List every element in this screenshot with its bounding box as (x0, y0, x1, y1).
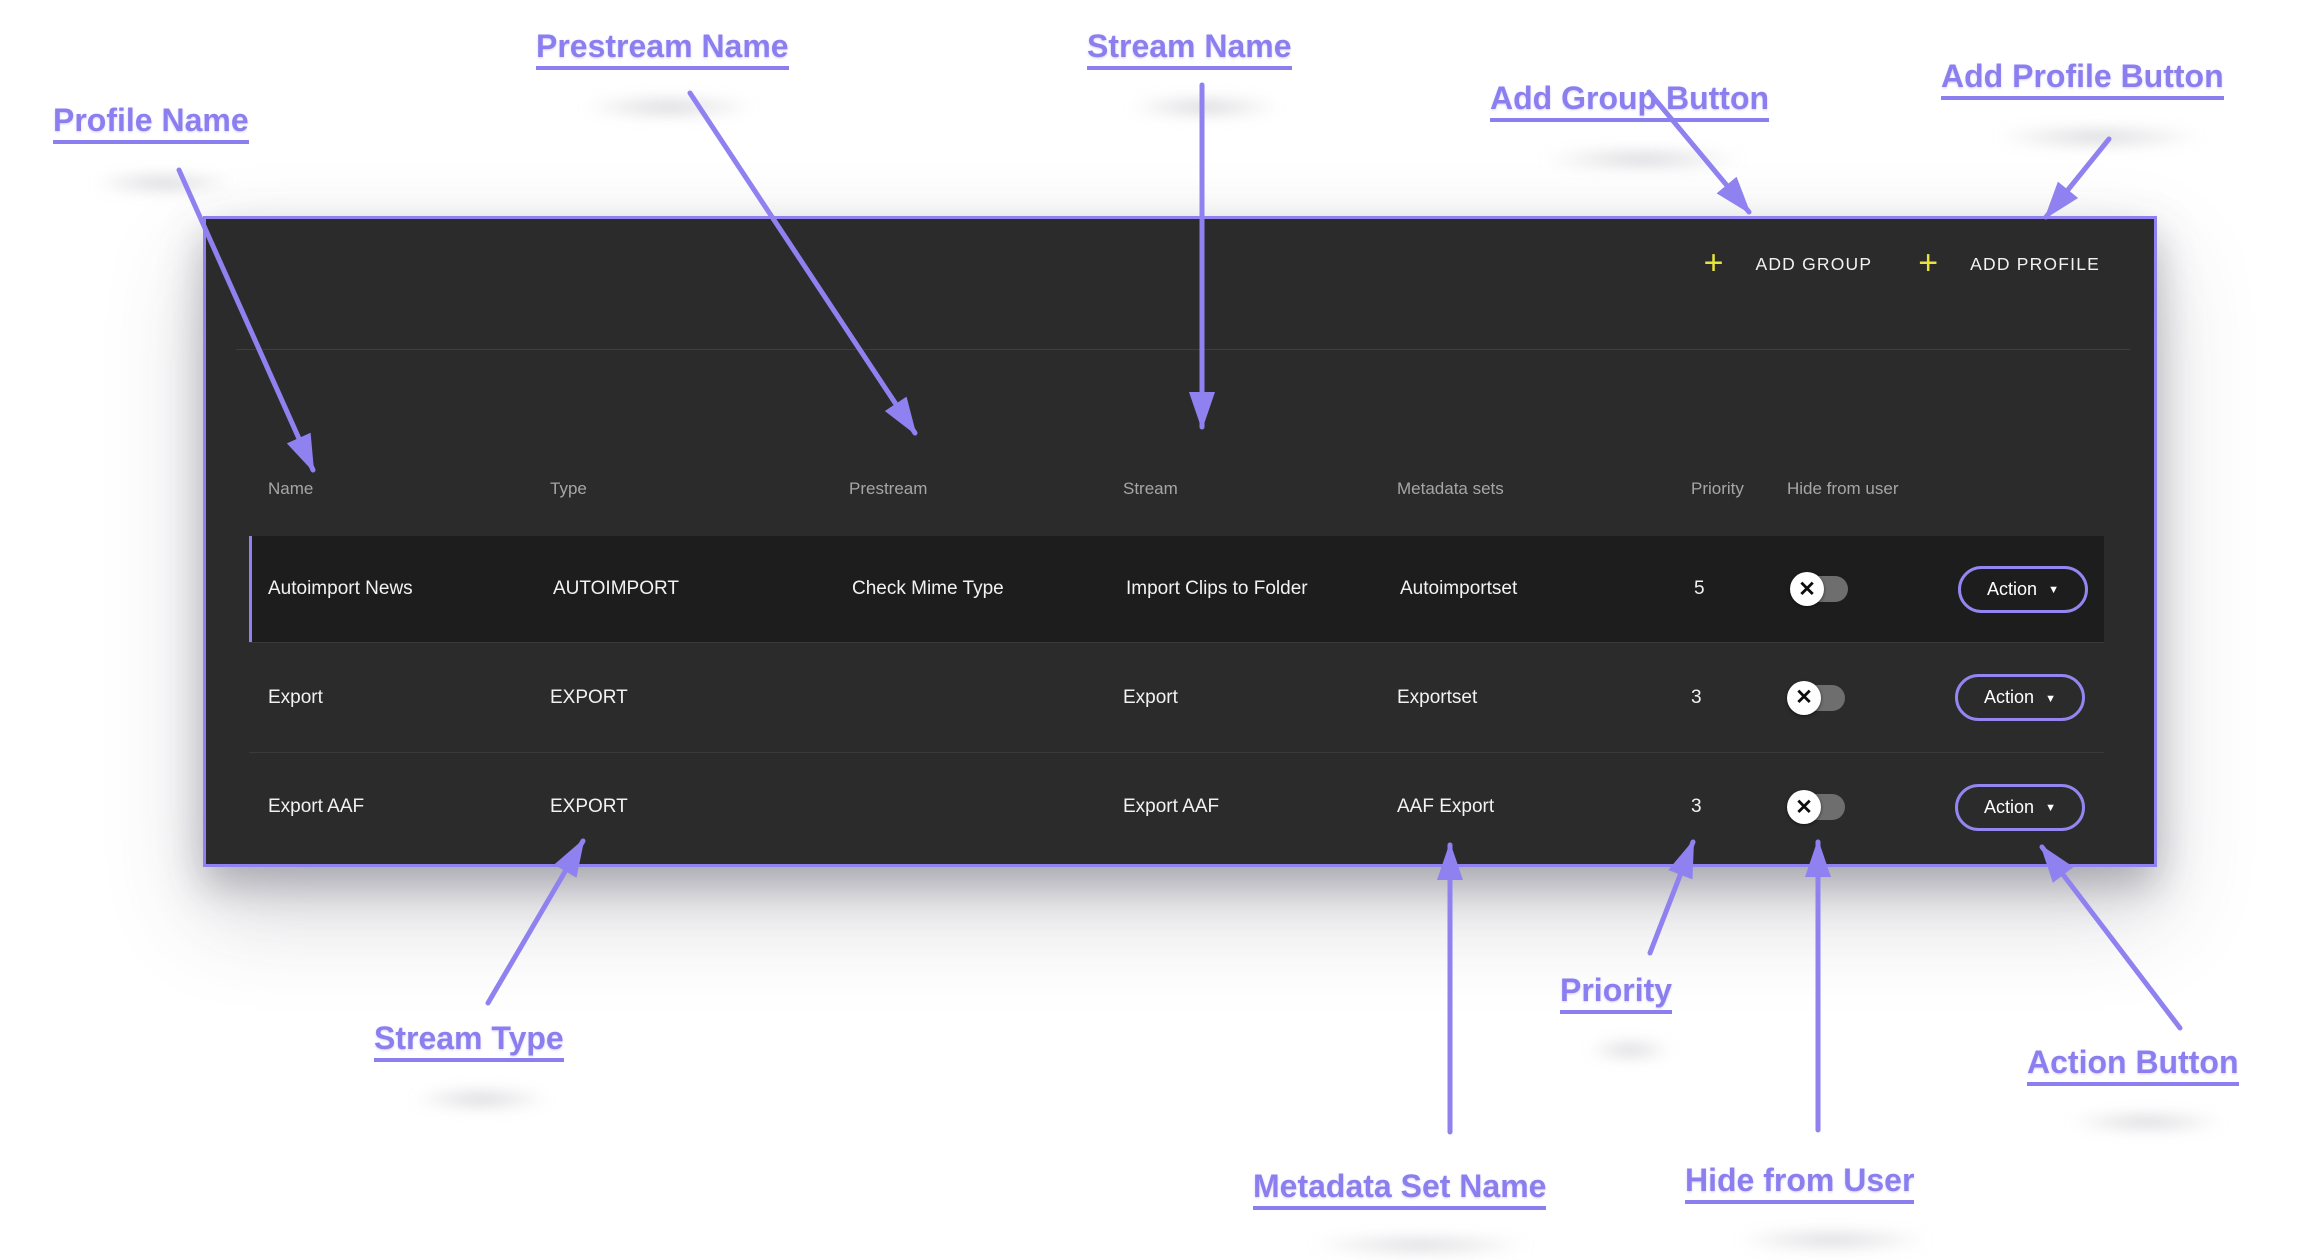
caret-down-icon: ▼ (2045, 802, 2056, 814)
action-button[interactable]: Action ▼ (1958, 565, 2088, 613)
panel-toolbar: + ADD GROUP + ADD PROFILE (1703, 244, 2100, 282)
add-group-label: ADD GROUP (1755, 253, 1873, 274)
column-header-priority: Priority (1691, 479, 1744, 498)
toggle-thumb-x-icon: ✕ (1790, 572, 1824, 606)
cell-prestream-name: Check Mime Type (852, 578, 1004, 599)
toggle-thumb-x-icon: ✕ (1787, 680, 1821, 715)
column-header-stream: Stream (1123, 479, 1178, 498)
column-header-type: Type (550, 479, 587, 498)
cell-stream-type: EXPORT (550, 686, 628, 708)
annotation-priority: Priority (1560, 973, 1673, 1014)
action-button[interactable]: Action ▼ (1955, 674, 2085, 721)
label-shadow (546, 92, 791, 122)
caret-down-icon: ▼ (2048, 584, 2059, 596)
hide-from-user-toggle[interactable]: ✕ (1790, 572, 1848, 606)
table-row-export[interactable]: Export EXPORT Export Exportset 3 ✕ Actio… (249, 642, 2104, 752)
annotation-add-profile-button: Add Profile Button (1941, 59, 2224, 100)
cell-stream-name: Export AAF (1123, 796, 1220, 817)
arrow-action-button (2039, 844, 2183, 1031)
cell-metadata-set-name: Exportset (1397, 686, 1478, 708)
label-shadow (1097, 92, 1312, 122)
cell-priority: 5 (1694, 578, 1705, 599)
cell-profile-name: Autoimport News (268, 578, 413, 599)
table-row-export-aaf[interactable]: Export AAF EXPORT Export AAF AAF Export … (249, 752, 2104, 861)
cell-stream-name: Export (1123, 686, 1178, 708)
profiles-panel: + ADD GROUP + ADD PROFILE Name Type Pres… (203, 216, 2157, 867)
label-shadow (1263, 1232, 1578, 1258)
cell-priority: 3 (1691, 686, 1702, 708)
annotation-hide-from-user: Hide from User (1685, 1163, 1915, 1204)
add-group-button[interactable]: + ADD GROUP (1703, 244, 1873, 282)
annotation-action-button: Action Button (2027, 1045, 2239, 1086)
action-button[interactable]: Action ▼ (1955, 783, 2085, 831)
annotation-prestream-name: Prestream Name (536, 29, 789, 70)
label-shadow (384, 1084, 579, 1114)
action-label: Action (1984, 796, 2035, 817)
annotation-stream-name: Stream Name (1087, 29, 1292, 70)
plus-icon: + (1703, 244, 1724, 282)
cell-stream-type: AUTOIMPORT (553, 578, 679, 599)
annotation-add-group-button: Add Group Button (1490, 81, 1770, 122)
column-header-hide-from-user: Hide from user (1787, 479, 1899, 498)
cell-profile-name: Export AAF (268, 796, 365, 817)
column-header-prestream: Prestream (849, 479, 928, 498)
table-row-autoimport-news[interactable]: Autoimport News AUTOIMPORT Check Mime Ty… (249, 536, 2104, 642)
add-profile-label: ADD PROFILE (1970, 253, 2100, 274)
hide-from-user-toggle[interactable]: ✕ (1787, 790, 1845, 824)
cell-stream-type: EXPORT (550, 796, 628, 817)
annotation-metadata-set-name: Metadata Set Name (1253, 1169, 1547, 1210)
add-profile-button[interactable]: + ADD PROFILE (1918, 244, 2100, 282)
plus-icon: + (1918, 244, 1939, 282)
toolbar-divider (236, 349, 2130, 350)
hide-from-user-toggle[interactable]: ✕ (1787, 680, 1845, 715)
column-header-metadata-sets: Metadata sets (1397, 479, 1504, 498)
cell-metadata-set-name: AAF Export (1397, 796, 1495, 817)
annotation-stream-type: Stream Type (374, 1021, 564, 1062)
toggle-thumb-x-icon: ✕ (1787, 790, 1821, 824)
label-shadow (63, 168, 263, 198)
cell-profile-name: Export (268, 686, 323, 708)
action-label: Action (1984, 687, 2035, 707)
label-shadow (1695, 1226, 1970, 1254)
action-label: Action (1987, 578, 2038, 599)
label-shadow (2037, 1108, 2257, 1136)
table-header: Name Type Prestream Stream Metadata sets… (249, 469, 2104, 509)
cell-stream-name: Import Clips to Folder (1126, 578, 1308, 599)
cell-metadata-set-name: Autoimportset (1400, 578, 1518, 599)
label-shadow (1500, 144, 1785, 174)
column-header-name: Name (268, 479, 314, 498)
cell-priority: 3 (1691, 796, 1702, 817)
table-body: Autoimport News AUTOIMPORT Check Mime Ty… (249, 536, 2104, 861)
caret-down-icon: ▼ (2045, 692, 2056, 705)
label-shadow (1570, 1036, 1690, 1064)
annotation-profile-name: Profile Name (53, 103, 249, 144)
label-shadow (1951, 122, 2246, 152)
